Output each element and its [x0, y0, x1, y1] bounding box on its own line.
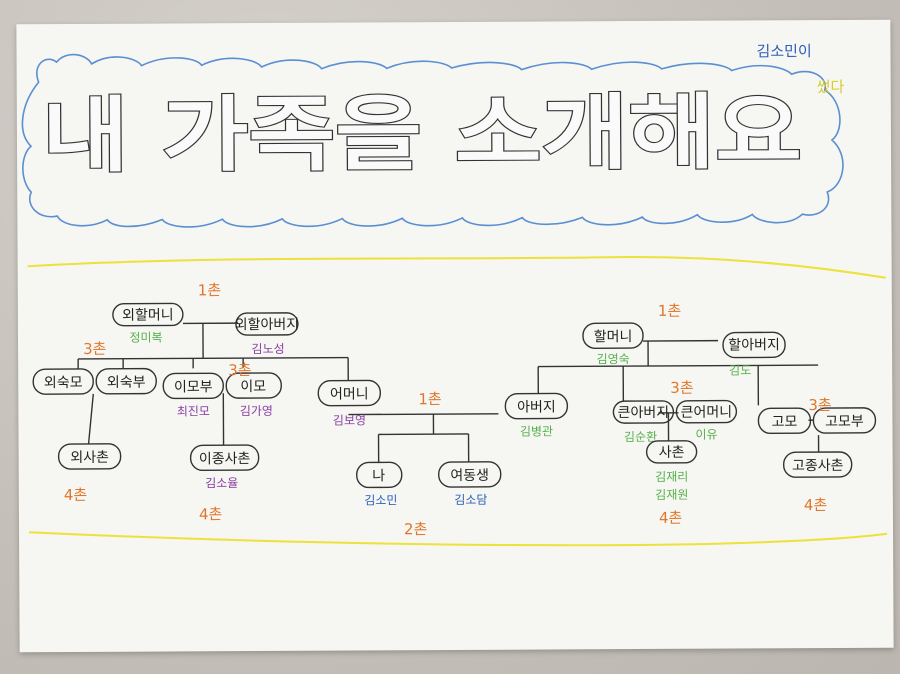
node-me: 나 김소민 [356, 461, 403, 507]
chon-label: 4촌 [804, 496, 827, 514]
chon-label: 4촌 [659, 509, 682, 527]
chon-label: 3촌 [83, 340, 106, 358]
node-cousin-aunt: 고종사촌 [782, 451, 853, 478]
node-maternal-grandfather: 외할아버지 김노성 [235, 312, 299, 356]
chon-label: 3촌 [228, 361, 251, 379]
node-cousin: 사촌 김재리 김재원 [645, 440, 698, 502]
chon-label: 1촌 [658, 302, 681, 320]
node-aunt-husband: 고모부 [812, 407, 877, 434]
chon-label: 1촌 [198, 281, 221, 299]
node-person-name: 김재리 [655, 470, 688, 484]
node-label: 이모부 [174, 379, 213, 395]
node-label: 큰어머니 [681, 405, 733, 421]
node-person-name: 김노성 [251, 342, 284, 356]
node-big-father: 큰아버지 김순환 [612, 400, 675, 444]
node-person-name: 김소민 [364, 493, 397, 507]
node-label: 외숙부 [107, 375, 146, 391]
node-label: 할아버지 [728, 337, 780, 353]
node-person-name: 김병관 [520, 424, 553, 438]
node-label: 아버지 [517, 399, 556, 415]
node-label: 고모부 [825, 414, 864, 430]
node-cousin-imo: 이종사촌 김소율 [189, 444, 260, 490]
chon-label: 2촌 [404, 520, 427, 538]
node-person-name: 김소담 [454, 493, 487, 507]
node-label: 외할아버지 [235, 317, 299, 333]
node-label: 나 [372, 468, 385, 484]
yellow-line-bottom [28, 531, 888, 547]
signature-wrote: 썼다 [817, 78, 845, 96]
chon-label: 3촌 [808, 396, 831, 414]
node-maternal-uncle-husband: 외숙부 [95, 367, 157, 395]
node-label: 이모 [240, 379, 266, 395]
node-person-name: 정미복 [129, 331, 162, 345]
node-label: 사촌 [659, 445, 685, 461]
poster-drawing: 내 가족을 소개해요 김소민이 썼다 [21, 42, 888, 547]
node-sister: 여동생 김소담 [438, 461, 502, 507]
chon-label: 4촌 [199, 505, 222, 523]
node-label: 고모 [772, 414, 798, 430]
node-person-name: 김영숙 [597, 352, 630, 366]
node-label: 이종사촌 [199, 451, 251, 467]
node-person-name: 김순환 [624, 430, 657, 444]
node-person-name: 김재원 [655, 488, 688, 502]
node-label: 외할머니 [122, 307, 174, 323]
node-person-name: 김도 [729, 363, 751, 377]
page-title: 내 가족을 소개해요 [42, 85, 802, 184]
node-person-name: 김가영 [240, 404, 273, 418]
node-father: 아버지 김병관 [504, 392, 569, 439]
title-cloud [21, 53, 844, 228]
node-label: 고종사촌 [792, 458, 844, 474]
node-grandfather: 할아버지 김도 [722, 331, 786, 378]
node-person-name: 김보영 [333, 413, 366, 427]
node-person-name: 이유 [695, 428, 717, 442]
node-imobu: 이모부 최진모 [162, 372, 224, 418]
chon-label: 3촌 [670, 379, 693, 397]
node-maternal-grandmother: 외할머니 정미복 [112, 302, 184, 345]
node-label: 할머니 [594, 329, 633, 345]
node-person-name: 김소율 [205, 476, 238, 490]
node-maternal-uncle-wife: 외숙모 [32, 368, 94, 395]
node-cousin-maternal: 외사촌 [57, 443, 122, 470]
chon-label: 1촌 [418, 390, 441, 408]
node-aunt: 고모 [757, 407, 812, 435]
node-label: 외사촌 [70, 450, 109, 466]
tree-connectors [77, 322, 820, 463]
node-mother: 어머니 김보영 [317, 379, 381, 428]
node-label: 어머니 [330, 386, 369, 402]
node-label: 여동생 [450, 468, 489, 484]
node-big-mother: 큰어머니 이유 [675, 399, 738, 442]
node-imo: 이모 김가영 [225, 372, 282, 418]
node-grandmother: 할머니 김영숙 [582, 322, 644, 366]
signature-name: 김소민이 [756, 42, 811, 60]
chon-label: 4촌 [64, 486, 87, 504]
node-person-name: 최진모 [177, 404, 210, 418]
poster-paper: 내 가족을 소개해요 김소민이 썼다 [16, 19, 894, 653]
node-label: 큰아버지 [618, 405, 670, 421]
yellow-line-top [27, 256, 886, 279]
node-label: 외숙모 [44, 375, 83, 391]
